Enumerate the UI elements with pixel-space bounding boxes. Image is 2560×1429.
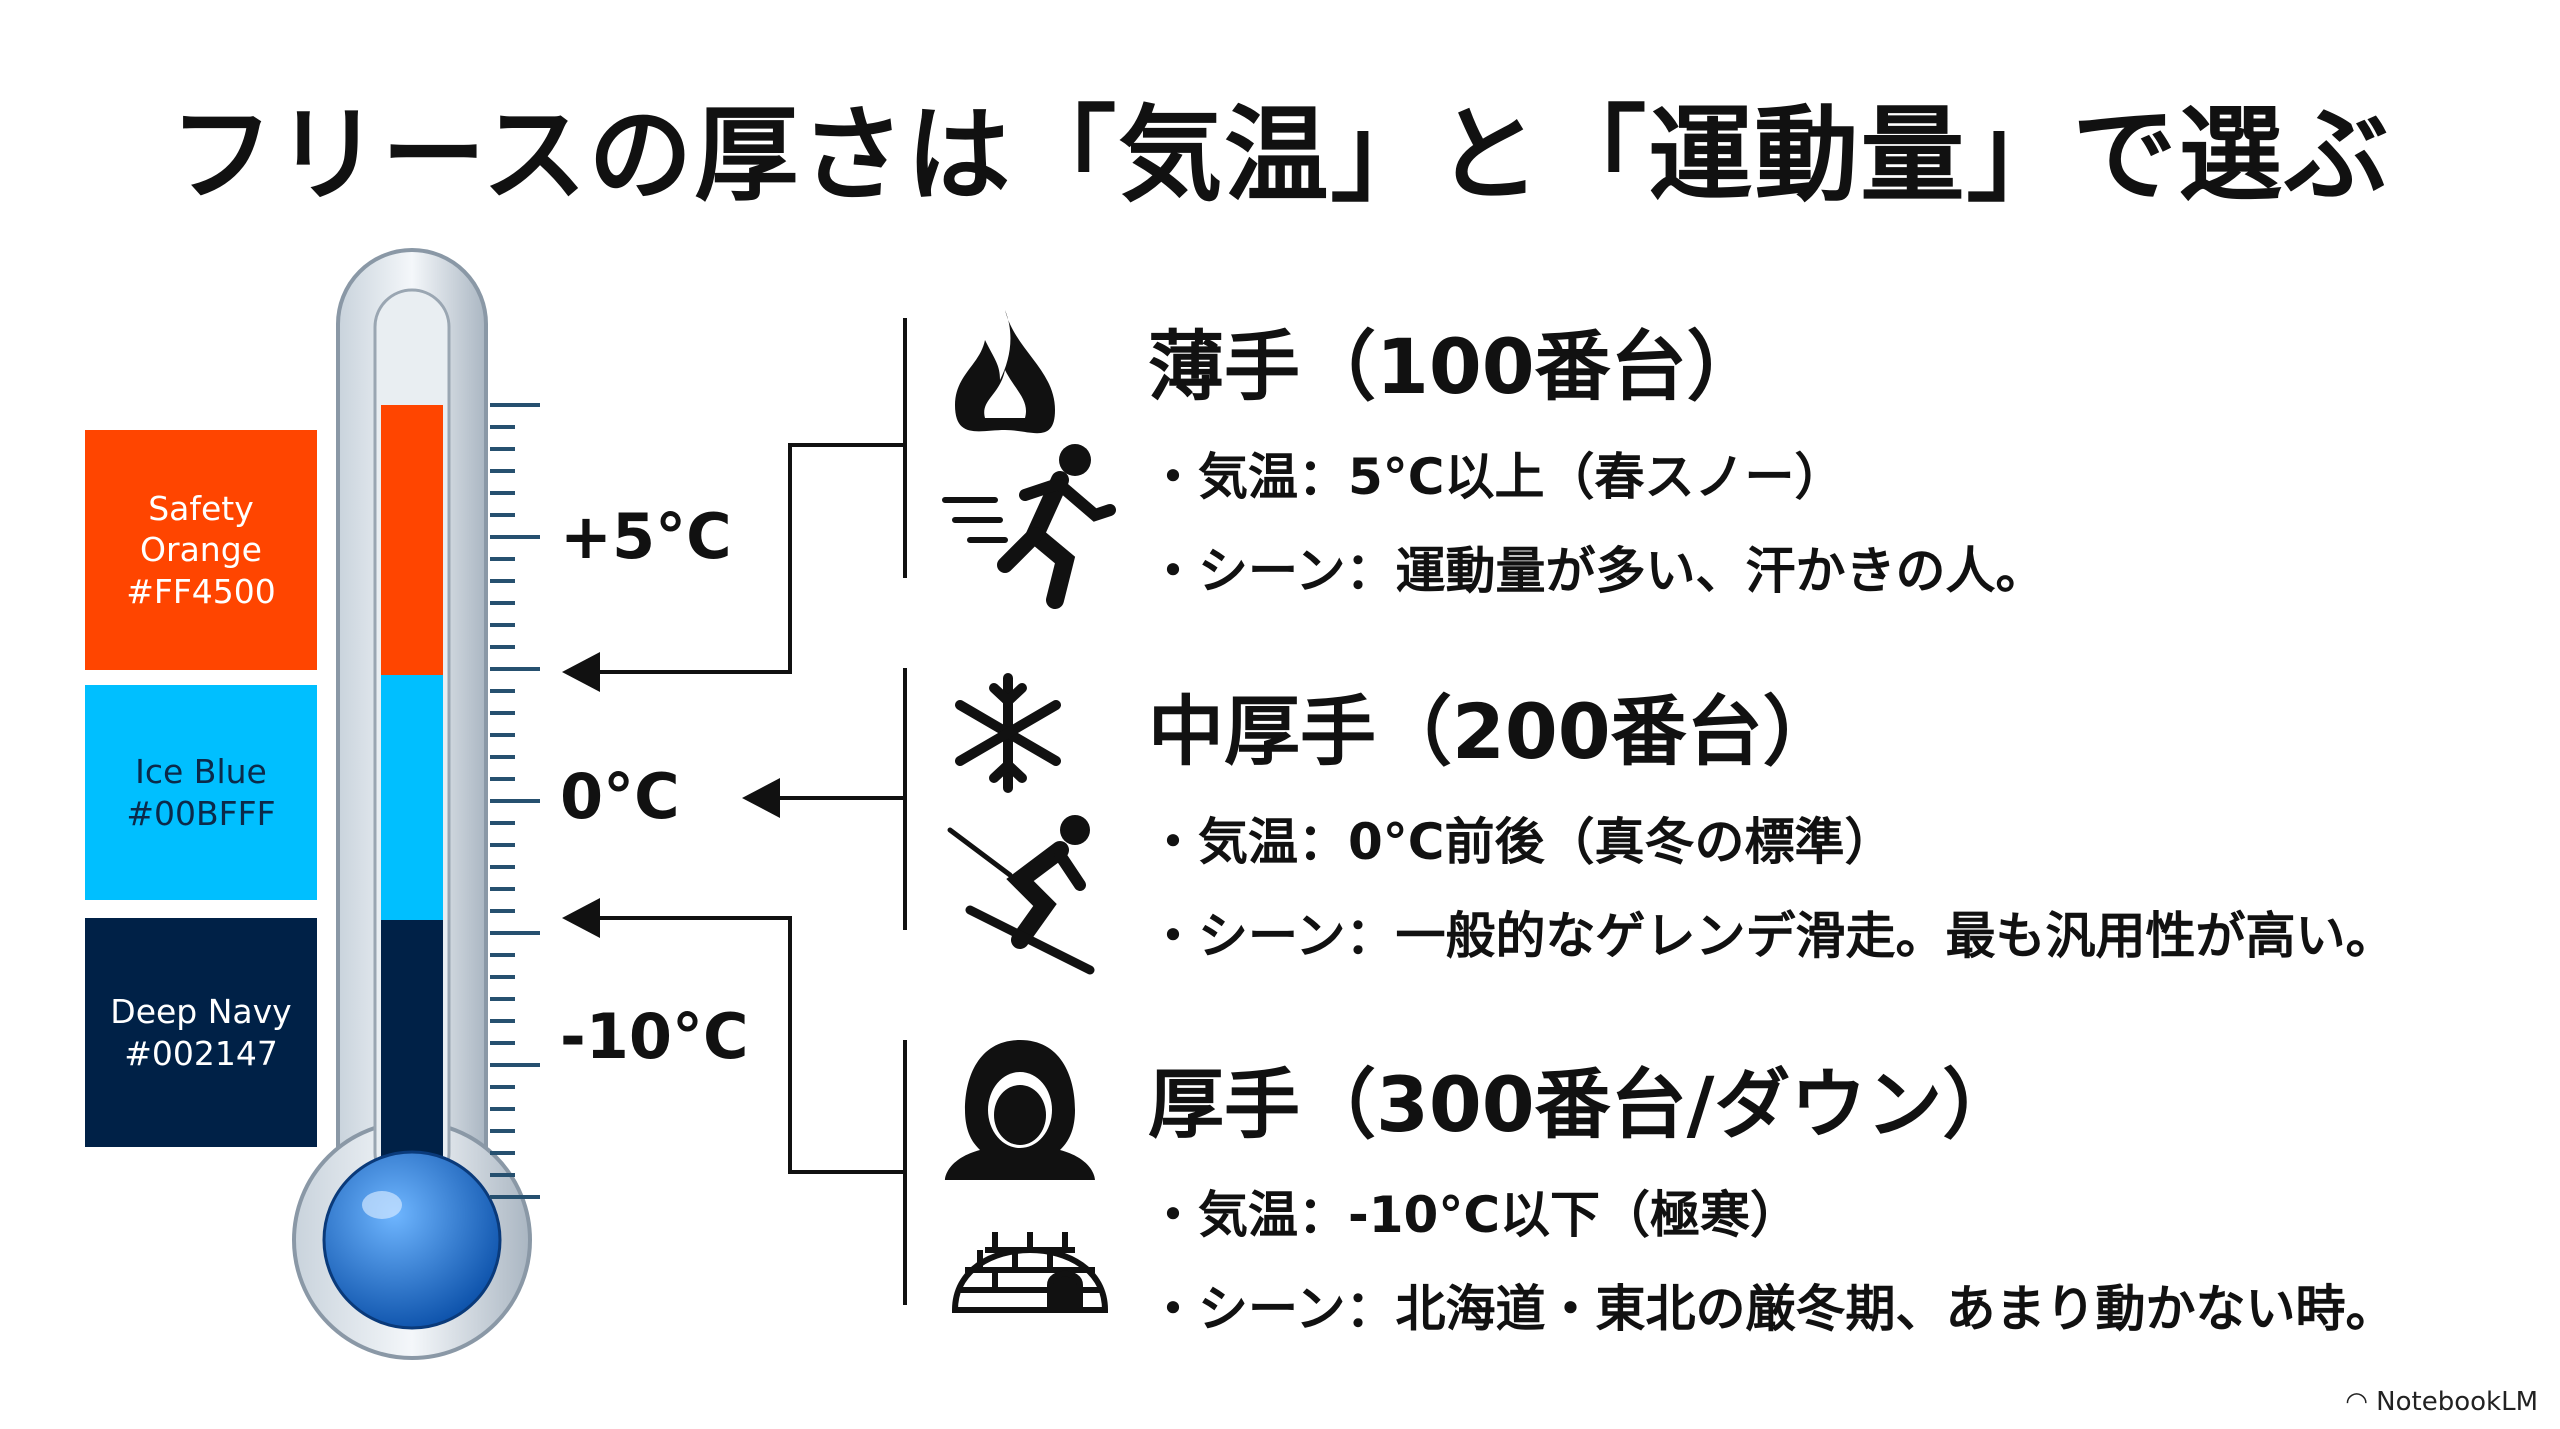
flame-icon xyxy=(955,310,1055,434)
temperature-bullet: ・気温：-10°C以下（極寒） xyxy=(1148,1186,1801,1244)
swatch-safety-orange: Safety Orange #FF4500 xyxy=(85,430,317,670)
scene-bullet: ・シーン：運動量が多い、汗かきの人。 xyxy=(1148,542,2046,600)
temperature-bullet: ・気温：5°C以上（春スノー） xyxy=(1148,448,1845,506)
section-heading: 薄手（100番台） xyxy=(1148,322,1763,411)
watermark-text: NotebookLM xyxy=(2376,1387,2538,1417)
swatch-hex: #00BFFF xyxy=(126,793,276,833)
arrow-to-plus5 xyxy=(562,652,600,692)
thermometer-ticks xyxy=(490,403,540,1199)
section-medium: 中厚手（200番台） ・気温：0°C前後（真冬の標準） ・シーン：一般的なゲレン… xyxy=(1148,670,2396,968)
arrowheads xyxy=(562,652,780,938)
notebooklm-watermark: ◠ NotebookLM xyxy=(2345,1387,2538,1417)
temperature-bullet: ・気温：0°C前後（真冬の標準） xyxy=(1148,813,1895,871)
running-person-icon xyxy=(942,444,1116,609)
swatch-hex: #002147 xyxy=(124,1033,278,1073)
skier-icon xyxy=(947,815,1095,975)
section-heading: 厚手（300番台/ダウン） xyxy=(1148,1060,2019,1149)
hooded-person-icon xyxy=(945,1040,1095,1180)
section-thin: 薄手（100番台） ・気温：5°C以上（春スノー） ・シーン：運動量が多い、汗か… xyxy=(1148,305,2046,603)
arrow-to-zero xyxy=(742,778,780,818)
section-thick: 厚手（300番台/ダウン） ・気温：-10°C以下（極寒） ・シーン：北海道・東… xyxy=(1148,1043,2396,1341)
scene-bullet: ・シーン：一般的なゲレンデ滑走。最も汎用性が高い。 xyxy=(1148,907,2396,965)
swatch-name: Ice Blue xyxy=(135,752,267,792)
swatch-deep-navy: Deep Navy #002147 xyxy=(85,918,317,1147)
temp-label-zero: 0°C xyxy=(560,760,680,833)
swatch-name: Safety Orange xyxy=(140,489,262,570)
swatch-hex: #FF4500 xyxy=(126,571,276,611)
temp-label-plus5: +5°C xyxy=(560,500,732,573)
snowflake-icon xyxy=(955,673,1061,793)
thermometer xyxy=(292,248,532,1360)
swatch-name: Deep Navy xyxy=(110,992,292,1032)
arrow-to-minus10 xyxy=(562,898,600,938)
scene-bullet: ・シーン：北海道・東北の厳冬期、あまり動かない時。 xyxy=(1148,1280,2396,1338)
connector-lines xyxy=(580,318,907,1305)
igloo-icon xyxy=(951,1232,1109,1313)
swatch-ice-blue: Ice Blue #00BFFF xyxy=(85,685,317,900)
temp-label-minus10: -10°C xyxy=(560,1000,749,1073)
page-title: フリースの厚さは「気温」と「運動量」で選ぶ xyxy=(169,94,2391,216)
section-heading: 中厚手（200番台） xyxy=(1148,687,1839,776)
